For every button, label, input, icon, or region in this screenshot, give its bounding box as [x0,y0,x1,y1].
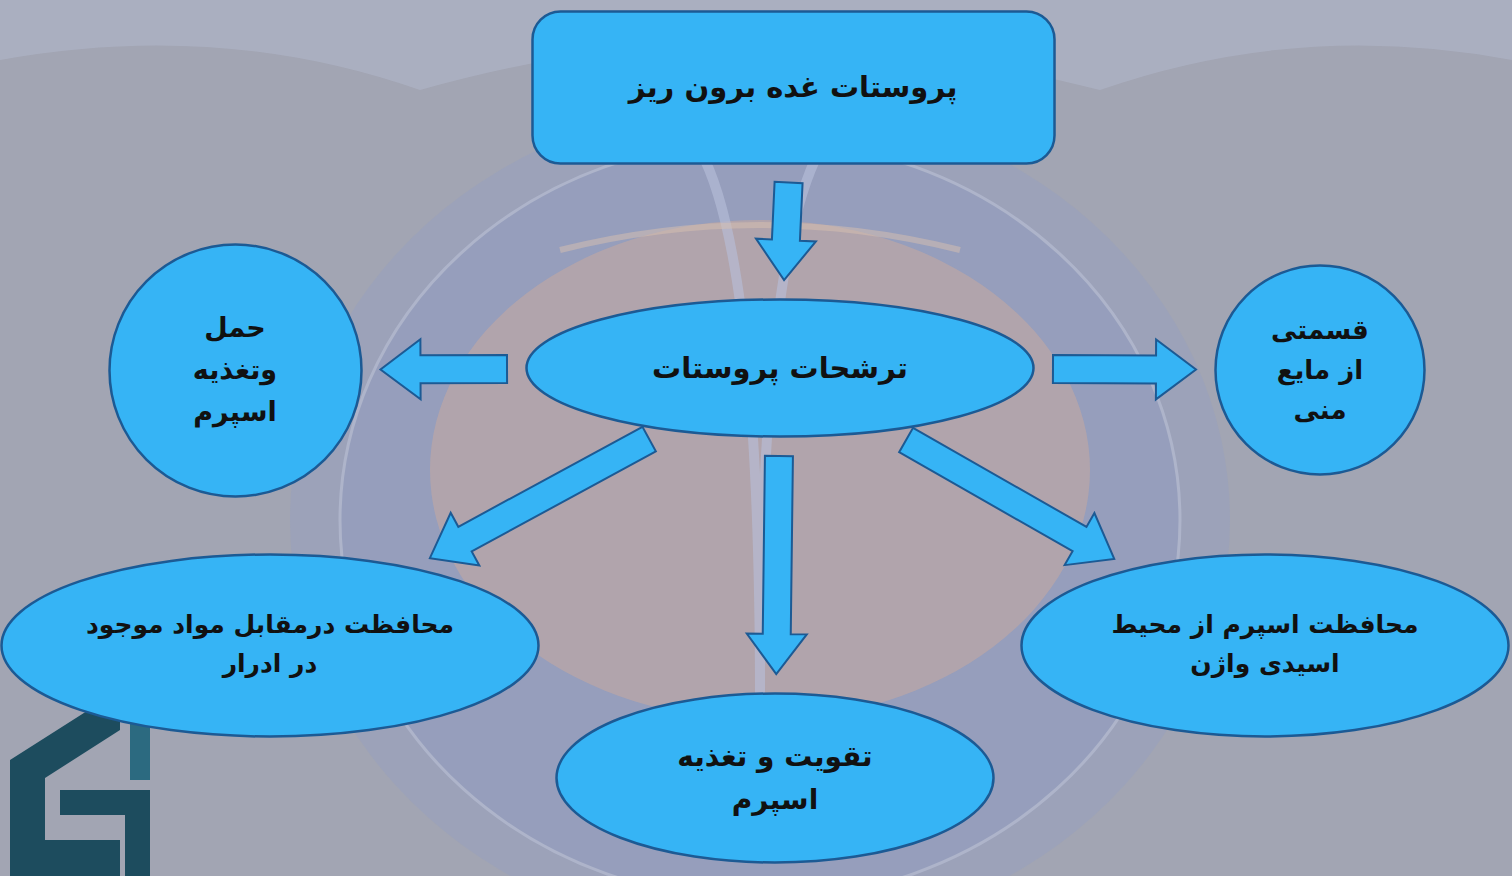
ellipse-outline [1020,553,1510,738]
node-label: پروستات غده برون ریز [629,65,958,110]
block-arrow [756,182,816,280]
result-ellipse: محافظت درمقابل مواد موجود در ادرار [0,553,540,738]
node-label: محافظت درمقابل مواد موجود در ادرار [80,606,460,684]
block-arrow [1053,339,1196,399]
result-ellipse: محافظت اسپرم از محیط اسیدی واژن [1020,553,1510,738]
block-arrow [747,456,807,674]
result-ellipse: تقویت و تغذیه اسپرم [555,692,995,864]
ellipse-outline [0,553,540,738]
node-label: قسمتی از مایع منی [1257,310,1382,431]
node-label: حمل وتغذیه اسپرم [160,307,310,433]
logo-outer [10,690,120,876]
ellipse-fill [1022,554,1509,736]
ellipse-fill [557,694,994,863]
result-circle: قسمتی از مایع منی [1214,264,1426,476]
ellipse-fill [109,244,361,496]
node-label: محافظت اسپرم از محیط اسیدی واژن [1105,606,1425,684]
node-label: تقویت و تغذیه اسپرم [645,735,905,822]
box-fill [532,11,1054,163]
block-arrow [380,339,507,399]
center-ellipse: ترشحات پروستات [525,298,1035,438]
block-arrow [899,428,1114,565]
top-box: پروستات غده برون ریز [531,10,1056,165]
ellipse-fill [1216,266,1425,475]
node-label: ترشحات پروستات [652,346,908,391]
capsule-outer [290,100,1230,876]
capsule-inner [340,140,1180,876]
block-arrow [430,427,656,566]
ellipse-outline [555,692,995,864]
ellipse-fill [527,300,1034,437]
logo-inner [60,790,150,876]
ellipse-fill [2,554,539,736]
result-circle: حمل وتغذیه اسپرم [108,243,363,498]
